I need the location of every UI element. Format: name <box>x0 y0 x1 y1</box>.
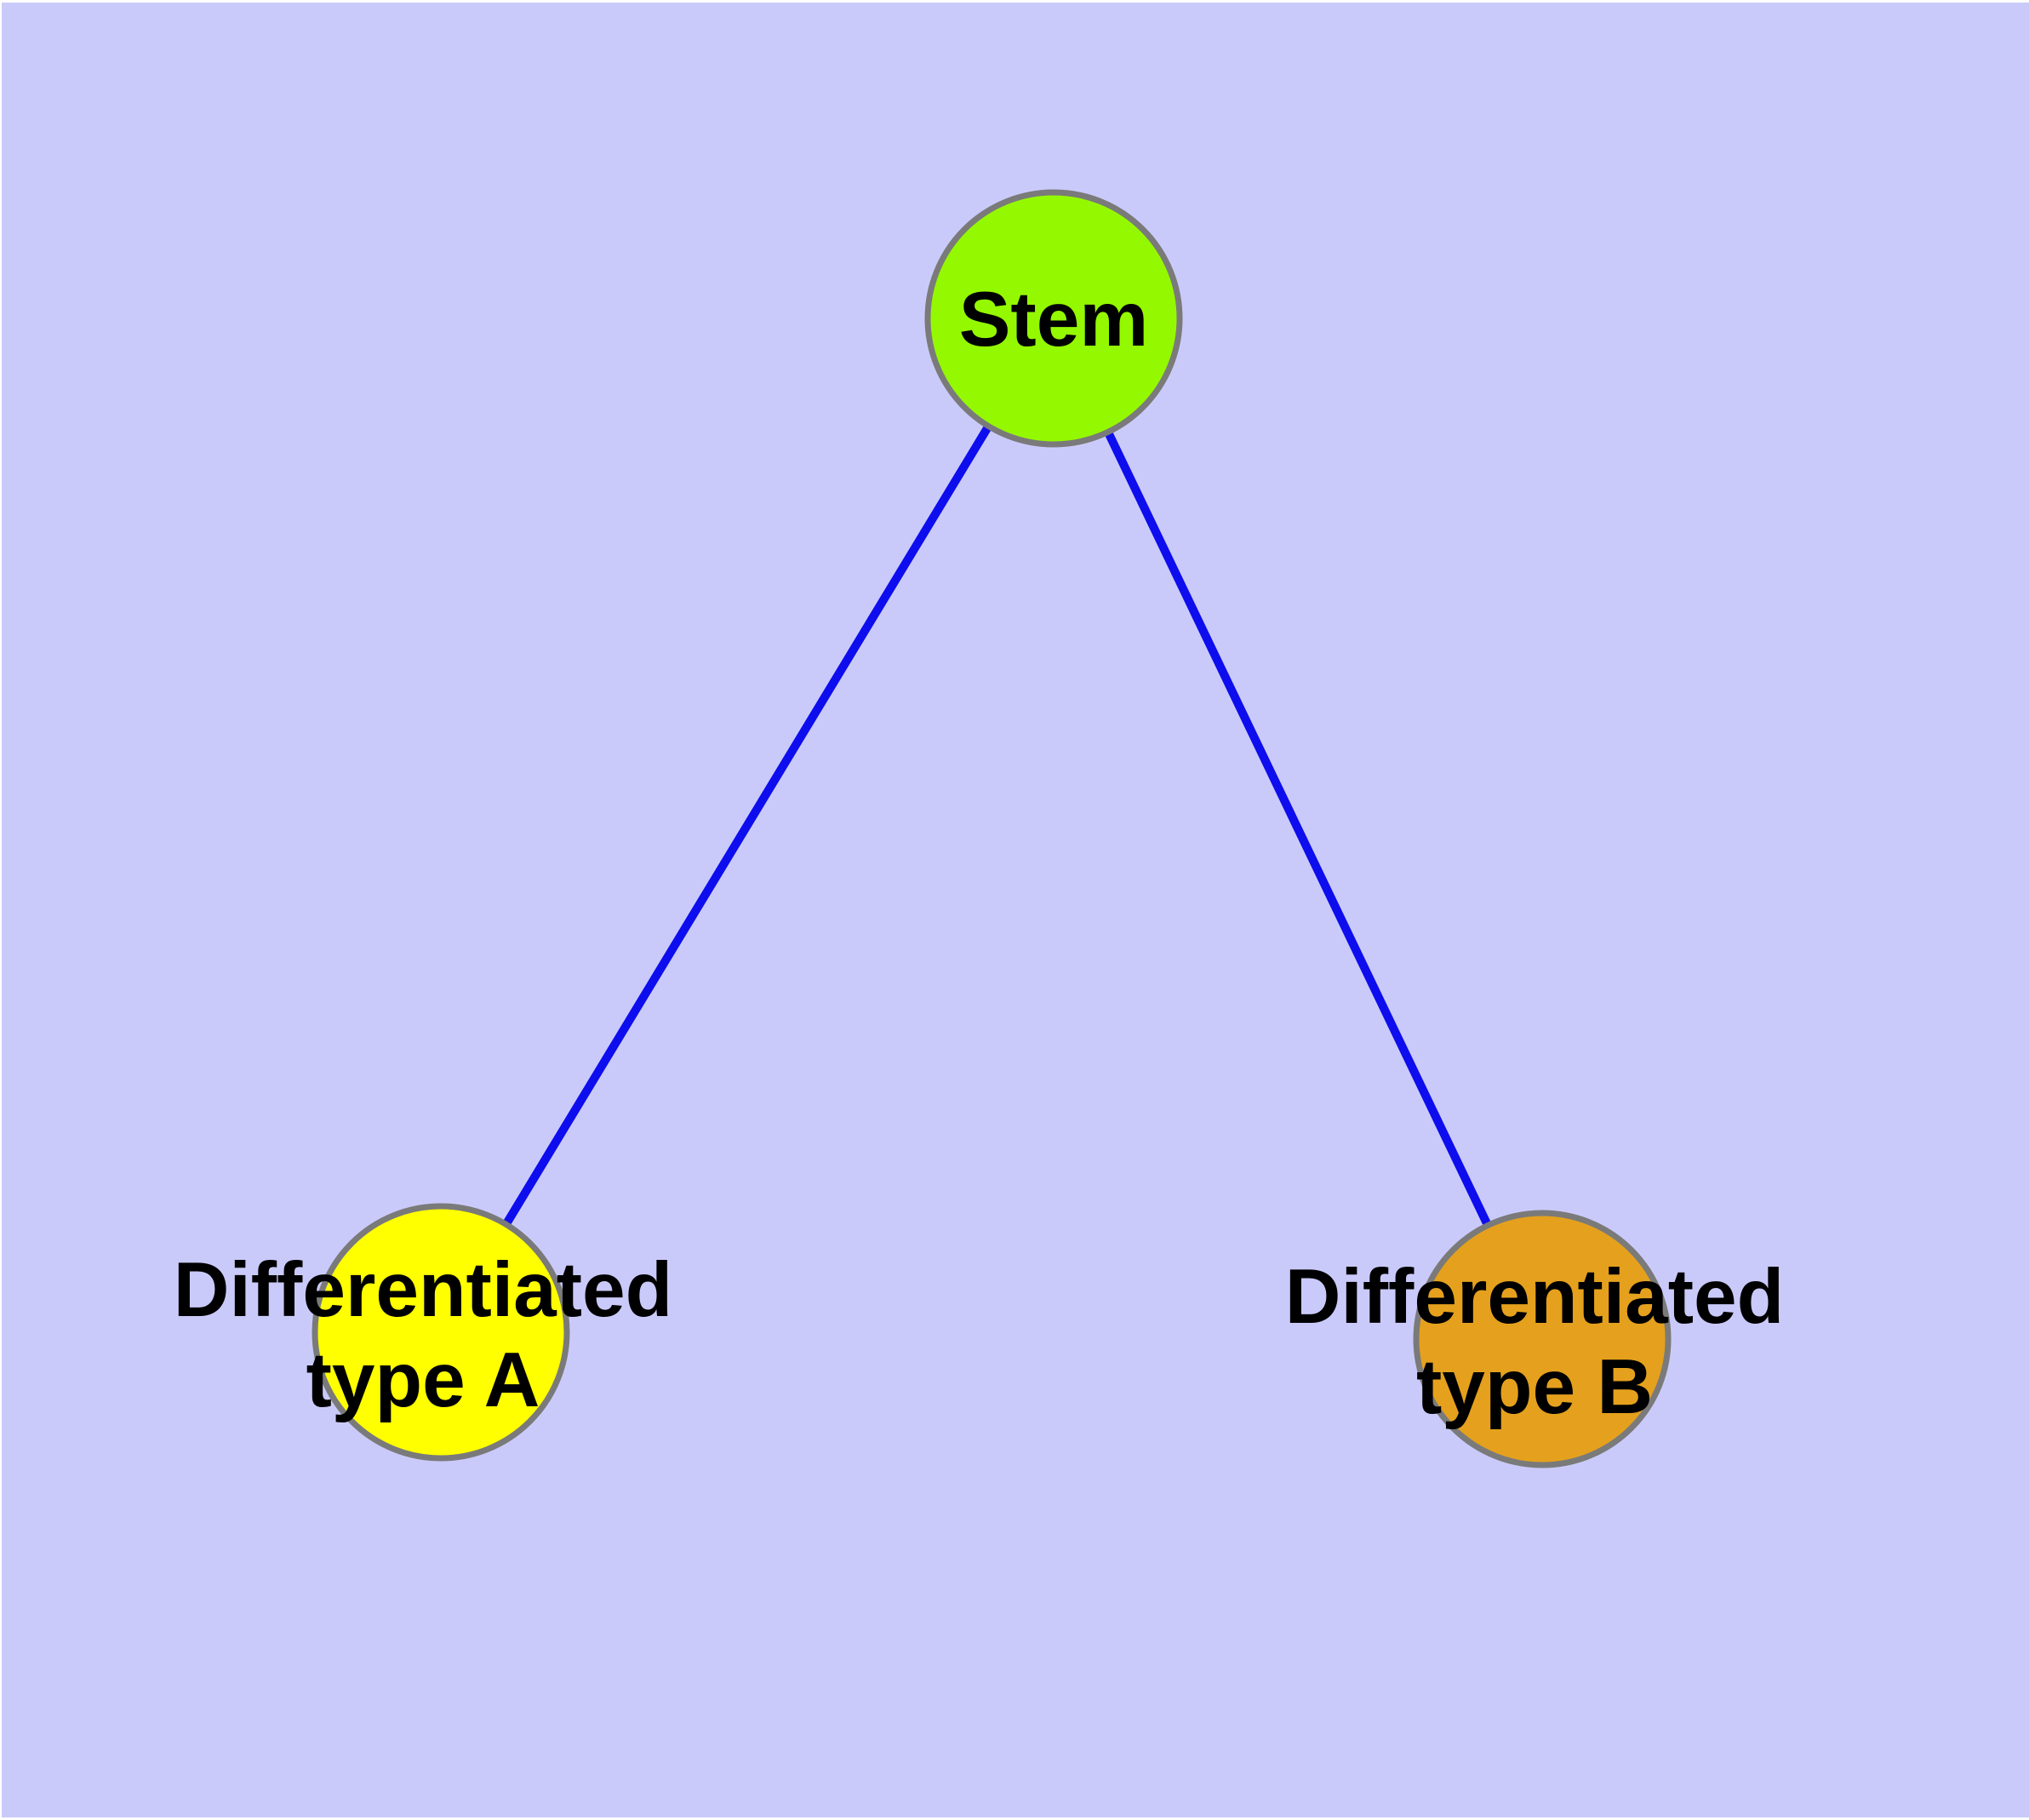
stem-node-label: Stem <box>959 277 1149 363</box>
edge-group <box>437 316 1546 1342</box>
label-group: Stem Differentiated type A Differentiate… <box>174 277 1785 1430</box>
stem-node-circle <box>924 189 1183 448</box>
edge-stem-to-type-b <box>1049 316 1546 1342</box>
type-a-node-label-line1: Differentiated <box>174 1247 673 1333</box>
type-a-node-label-line2: type A <box>306 1337 540 1423</box>
type-b-node-label-line1: Differentiated <box>1285 1254 1785 1340</box>
type-a-node-circle <box>311 1203 570 1462</box>
edge-stem-to-type-a <box>437 316 1058 1335</box>
type-b-node-label-line2: type B <box>1416 1344 1653 1430</box>
node-group <box>311 189 1672 1468</box>
type-b-node-circle <box>1413 1210 1672 1468</box>
